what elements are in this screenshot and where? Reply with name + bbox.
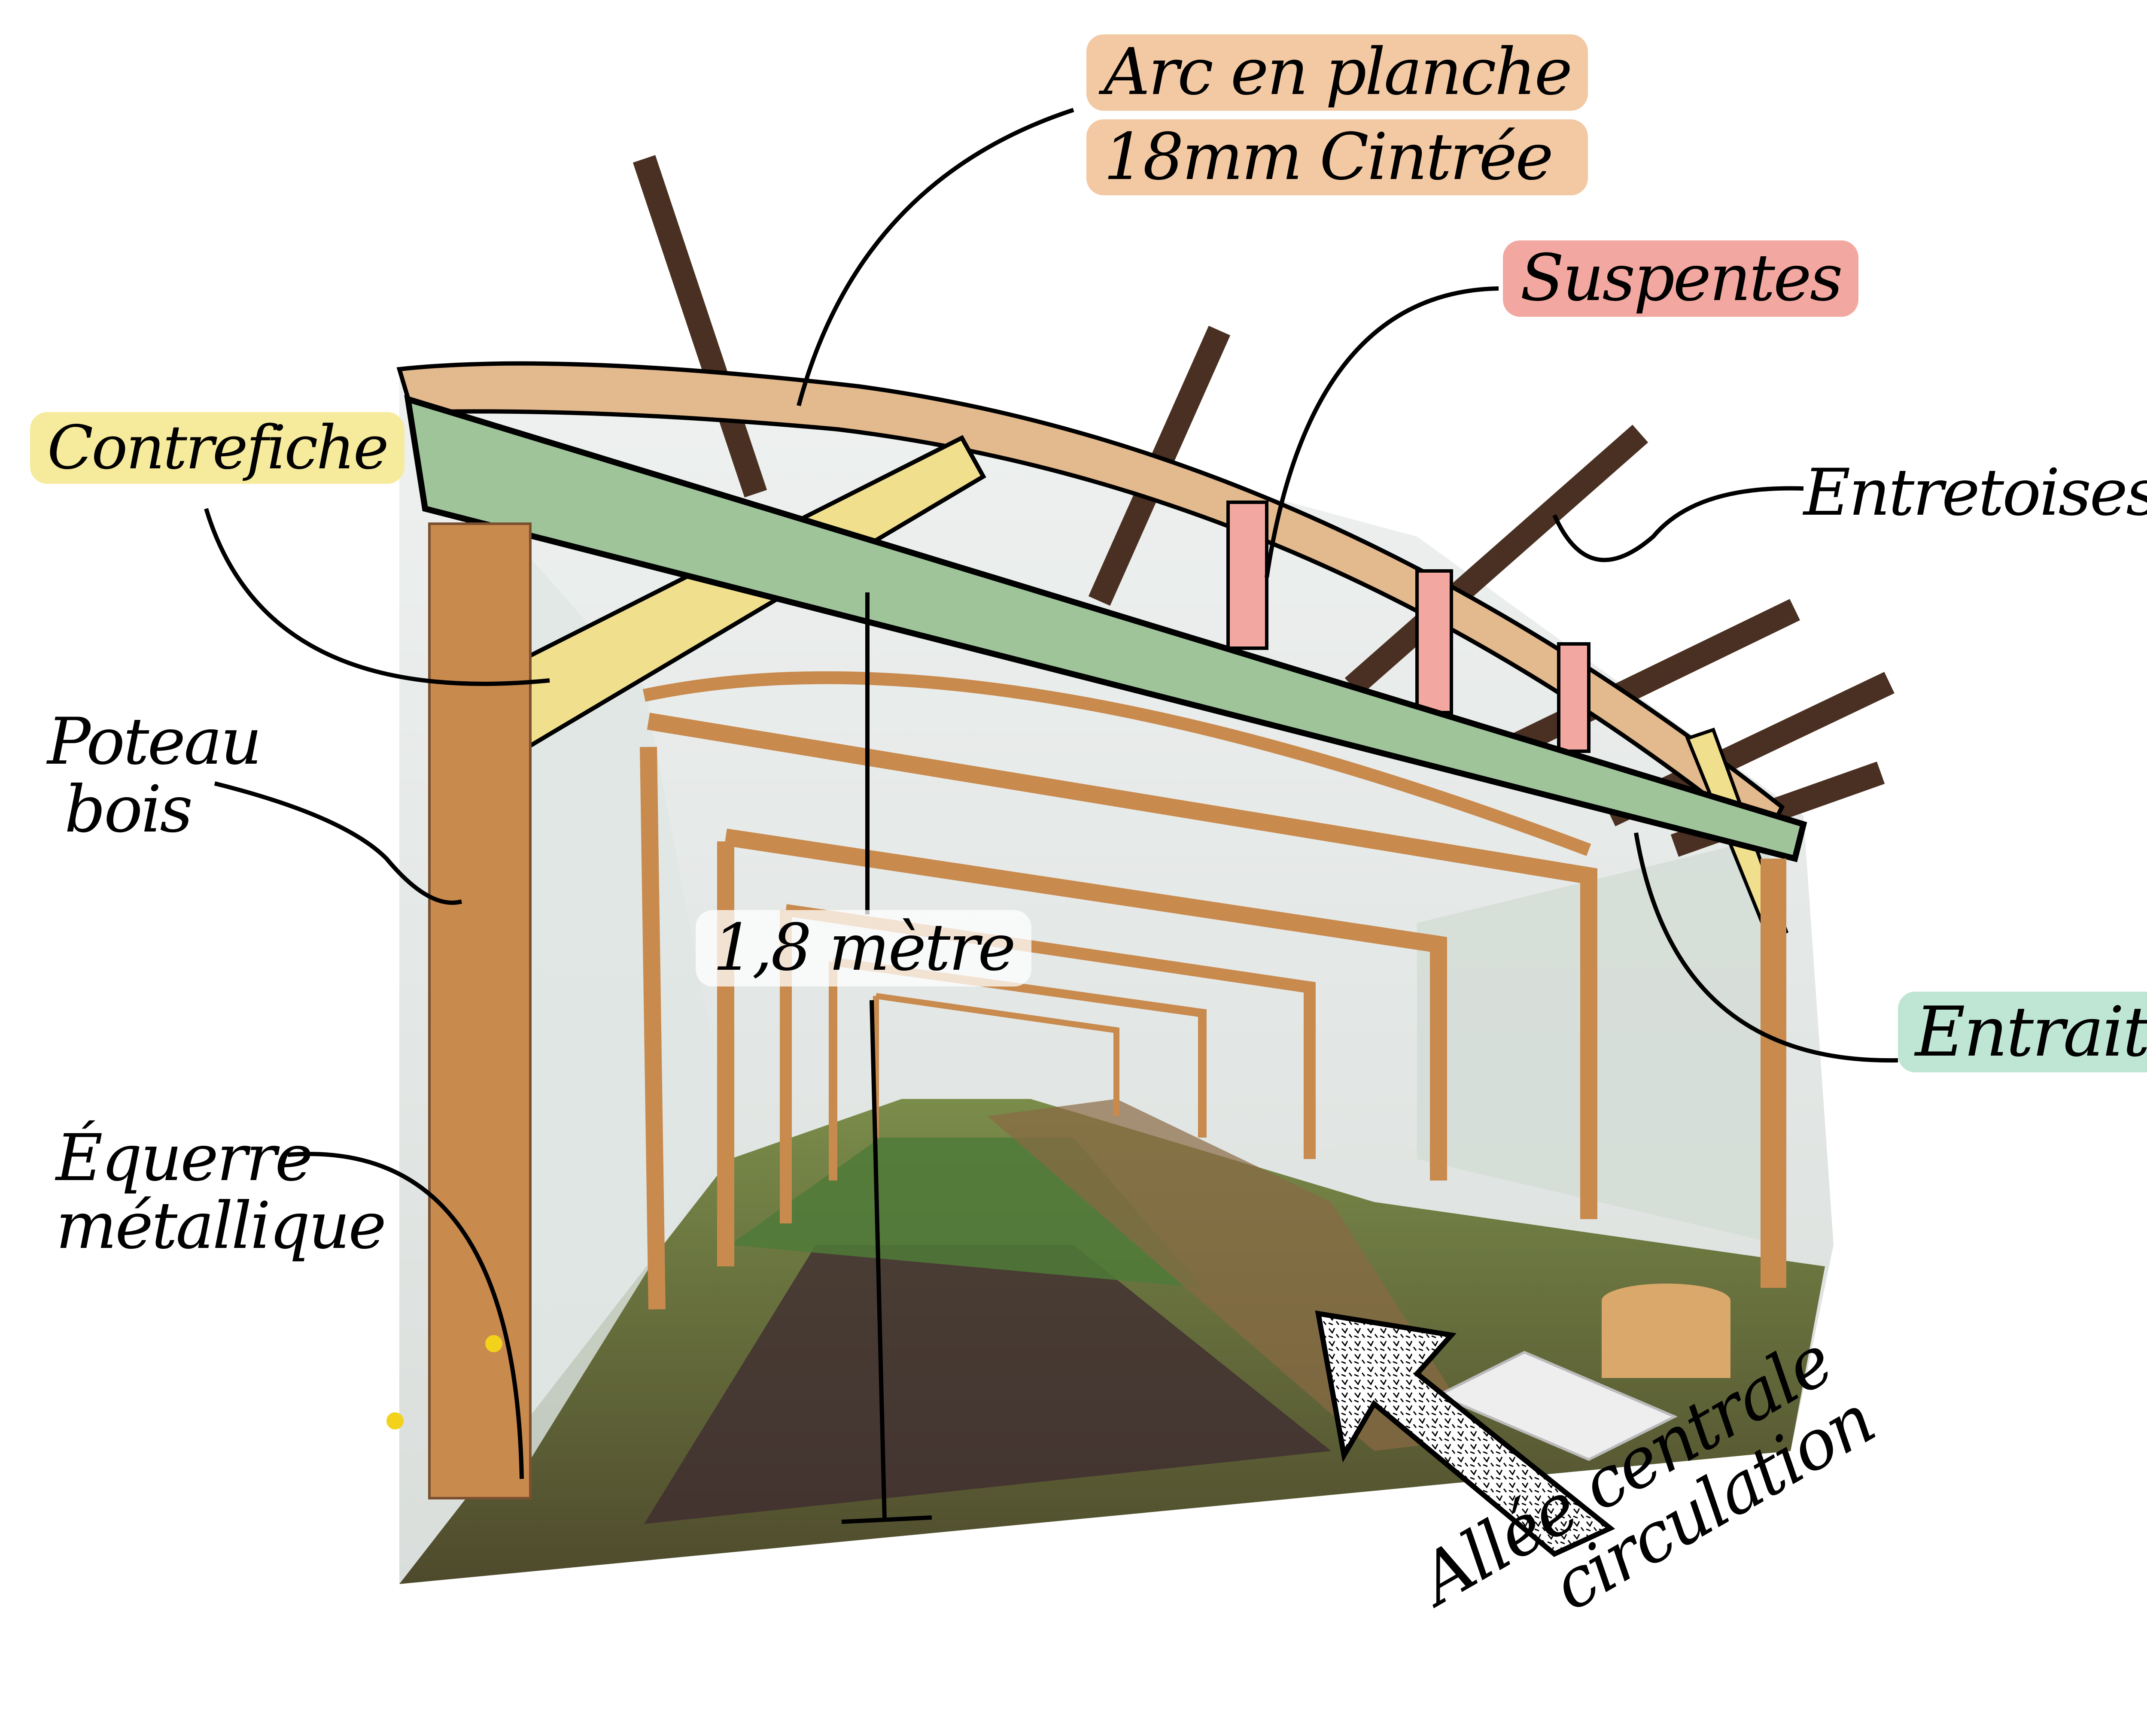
label-arc: Arc en planche 18mm Cintrée — [1086, 34, 1588, 195]
label-poteau: Poteau bois — [47, 704, 262, 847]
entrait-beam — [404, 395, 1807, 862]
greenhouse-photo — [386, 155, 1895, 1584]
label-arc-line1: Arc en planche — [1086, 34, 1588, 111]
leader-lines — [204, 108, 1898, 1479]
label-entretoises: Entretoises — [1803, 455, 2147, 530]
front-post — [428, 522, 532, 1499]
suspentes-hangers — [1226, 501, 1590, 753]
label-equerre-line1: Équerre — [56, 1121, 313, 1196]
label-poteau-line1: Poteau — [47, 704, 262, 779]
leader-equerre — [287, 1152, 524, 1479]
label-arc-line2: 18mm Cintrée — [1086, 119, 1588, 195]
right-post — [1761, 859, 1786, 1288]
leader-arc — [797, 108, 1074, 407]
allee-arrow-icon — [1315, 1310, 1615, 1557]
crate — [1435, 1351, 1678, 1461]
leader-entretoises — [1552, 486, 1804, 562]
label-contrefiche: Contrefiche — [30, 412, 404, 484]
label-poteau-line2: bois — [64, 772, 193, 847]
leader-suspentes — [1265, 286, 1499, 578]
label-entrait: Entrait — [1898, 992, 2147, 1072]
leader-poteau — [214, 781, 462, 905]
label-suspentes: Suspentes — [1503, 240, 1858, 317]
leader-contrefiche — [204, 508, 550, 686]
height-dimension — [841, 592, 932, 1524]
lettuce-bed — [644, 1245, 1331, 1524]
label-equerre-line2: métallique — [56, 1188, 386, 1263]
label-equerre: Équerre métallique — [56, 1121, 386, 1263]
leader-entrait — [1634, 832, 1898, 1063]
label-height: 1,8 mètre — [696, 910, 1031, 986]
